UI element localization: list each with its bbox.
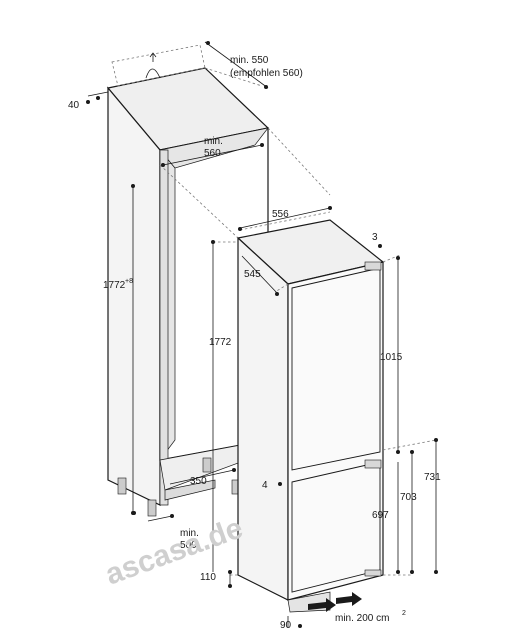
- cabinet-left-panel: [107, 86, 161, 506]
- label-niche-height: 1772: [103, 280, 126, 291]
- watermark: ascasa.de: [101, 512, 247, 592]
- label-top-gap: 3: [372, 232, 378, 243]
- label-upper-door: 1015: [380, 352, 403, 363]
- hinge-middle: [364, 459, 382, 469]
- cabinet-floor-board: [164, 479, 216, 501]
- vent-symbol-icon: [145, 52, 161, 79]
- label-top-recommended: (empfohlen 560): [230, 68, 303, 79]
- projection-lines: [159, 67, 437, 576]
- label-vent-area-exp: 2: [402, 610, 406, 617]
- cabinet-foot-right: [202, 457, 212, 473]
- label-vent-area: min. 200 cm: [335, 613, 389, 624]
- cabinet-foot-left: [117, 477, 127, 495]
- label-lower-door: 697: [372, 510, 389, 521]
- hinge-top: [364, 261, 382, 271]
- label-vent-value: 500: [180, 540, 197, 551]
- cabinet-foot-mid: [147, 499, 157, 517]
- cabinet-front-edge: [159, 149, 169, 506]
- label-foot: 90: [280, 620, 292, 631]
- label-mid-gap: 4: [262, 480, 268, 491]
- vent-arrow-icon: [308, 598, 336, 612]
- label-appliance-depth: 545: [244, 269, 261, 280]
- label-top-min: min. 550: [230, 55, 269, 66]
- label-inner-width-value: 560: [204, 148, 221, 159]
- label-plinth: 110: [200, 572, 216, 583]
- label-lower-section: 703: [400, 492, 417, 503]
- appliance: [236, 219, 385, 613]
- label-niche-height-tolerance: +8: [125, 278, 133, 285]
- label-appliance-height: 1772: [209, 337, 232, 348]
- dimension-labels: min. 550 (empfohlen 560) 40 min. 560 177…: [68, 55, 441, 631]
- label-vent-min: min.: [180, 528, 199, 539]
- label-lower-total: 731: [424, 472, 441, 483]
- label-top-side: 40: [68, 100, 80, 111]
- appliance-side: [237, 236, 289, 601]
- vent-arrow-icon-2: [336, 592, 362, 606]
- dimension-lines: [86, 41, 438, 628]
- label-base-offset: 350: [190, 476, 207, 487]
- upper-door: [291, 267, 381, 471]
- label-inner-width-min: min.: [204, 136, 223, 147]
- hinge-bottom: [364, 569, 382, 577]
- label-appliance-width: 556: [272, 209, 289, 220]
- vent-outline: [111, 44, 206, 87]
- cabinet-inner-top: [159, 127, 269, 169]
